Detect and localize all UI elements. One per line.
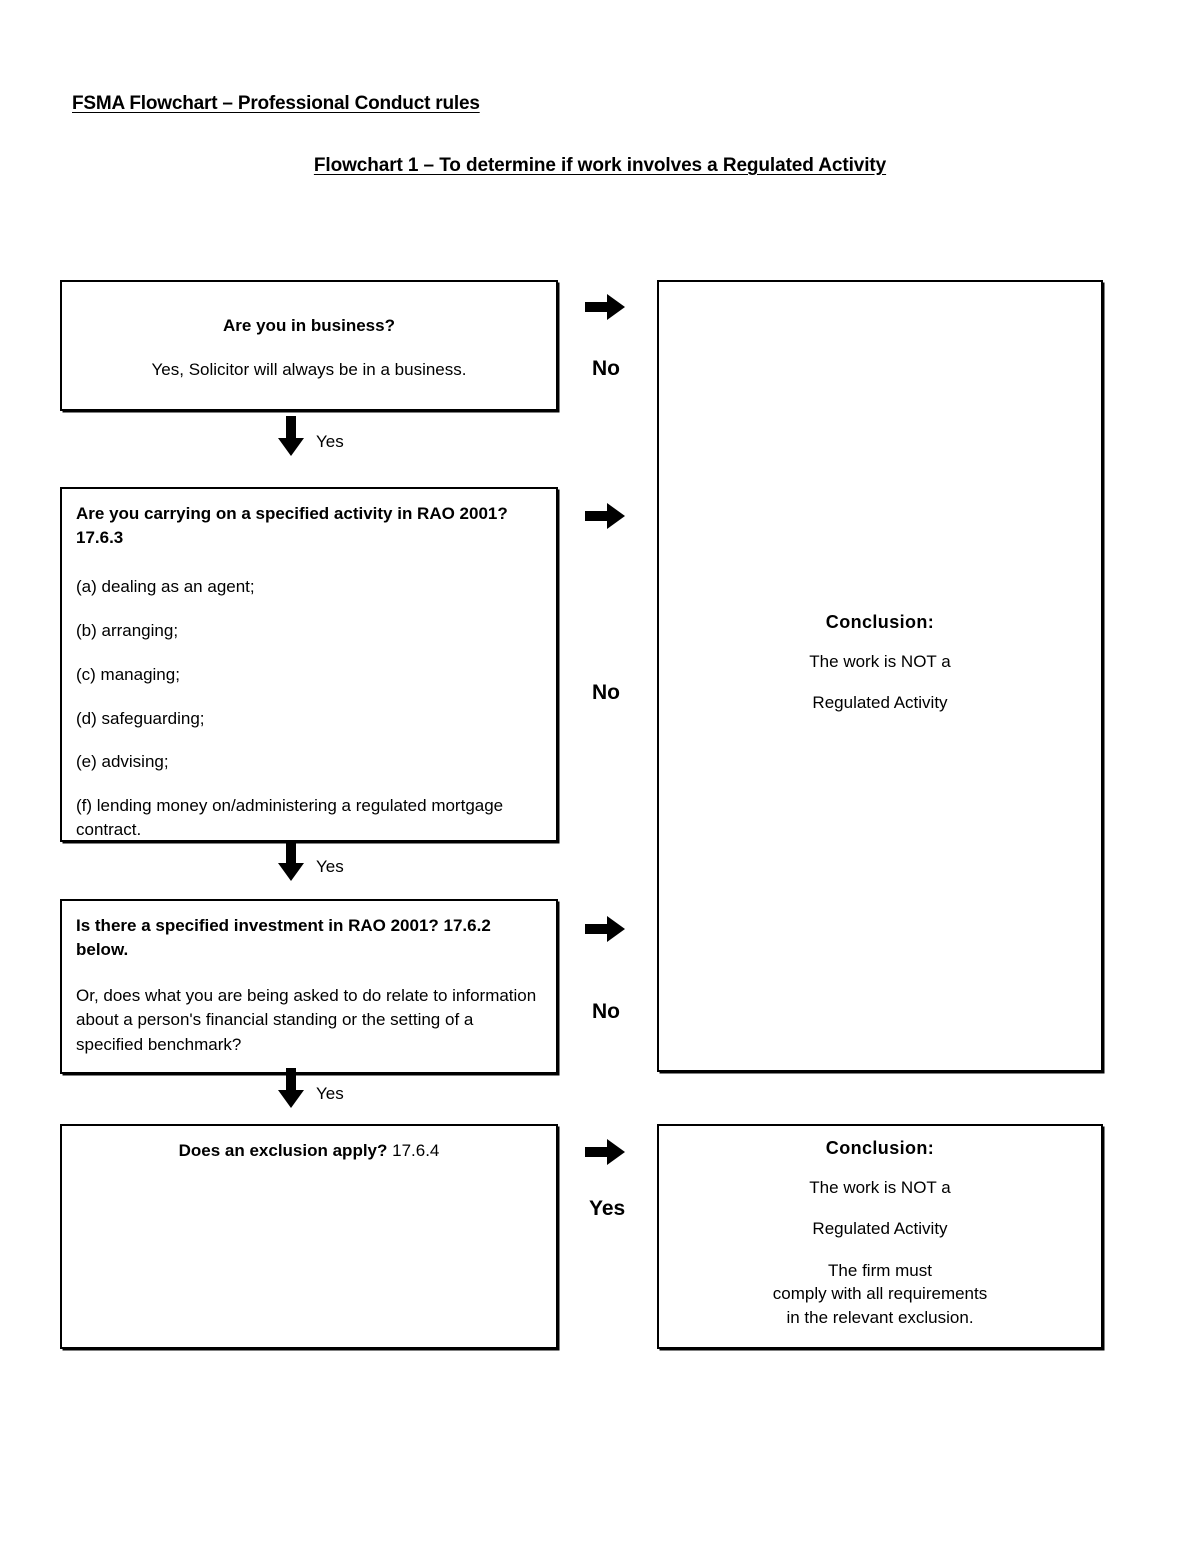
activity-item-d: (d) safeguarding; bbox=[76, 708, 205, 728]
activity-item-c: (c) managing; bbox=[76, 664, 180, 684]
arrow-down-icon bbox=[278, 841, 304, 881]
edge-label-investment-no: No bbox=[592, 1000, 620, 1023]
arrow-right-icon bbox=[585, 294, 625, 320]
investment-question: Is there a specified investment in RAO 2… bbox=[76, 916, 491, 960]
flowchart-title-text: Flowchart 1 – To determine if work invol… bbox=[313, 155, 887, 176]
arrow-right-icon bbox=[585, 916, 625, 942]
edge-label-investment-yes: Yes bbox=[316, 1084, 344, 1103]
conclusion-2-line-4: comply with all requirements bbox=[772, 1284, 988, 1304]
conclusion-2-line-3: The firm must bbox=[828, 1260, 932, 1280]
conclusion-1-heading: Conclusion: bbox=[825, 612, 935, 632]
activity-item-f: (f) lending money on/administering a reg… bbox=[76, 796, 504, 840]
edge-label-activity-yes: Yes bbox=[316, 857, 344, 876]
decision-box-specified-activity: Are you carrying on a specified activity… bbox=[60, 487, 558, 842]
investment-note: Or, does what you are being asked to do … bbox=[76, 986, 537, 1054]
decision-box-business: Are you in business? Yes, Solicitor will… bbox=[60, 280, 558, 411]
edge-label-business-no: No bbox=[592, 357, 620, 380]
conclusion-2-heading: Conclusion: bbox=[825, 1138, 935, 1158]
edge-label-business-yes: Yes bbox=[316, 432, 344, 451]
exclusion-question: Does an exclusion apply? bbox=[178, 1141, 388, 1160]
flowchart-title: Flowchart 1 – To determine if work invol… bbox=[0, 155, 1200, 177]
arrow-down-icon bbox=[278, 416, 304, 456]
exclusion-question-line: Does an exclusion apply? 17.6.4 bbox=[76, 1139, 542, 1163]
conclusion-2-line-1: The work is NOT a bbox=[809, 1178, 951, 1197]
activity-item-e: (e) advising; bbox=[76, 752, 169, 772]
exclusion-reference: 17.6.4 bbox=[392, 1141, 440, 1160]
conclusion-1-line-1: The work is NOT a bbox=[809, 652, 951, 671]
edge-label-activity-no: No bbox=[592, 681, 620, 704]
business-note: Yes, Solicitor will always be in a busin… bbox=[151, 360, 467, 380]
activity-question: Are you carrying on a specified activity… bbox=[76, 504, 508, 548]
conclusion-box-exclusion-applies: Conclusion: The work is NOT a Regulated … bbox=[657, 1124, 1103, 1349]
conclusion-1-line-2: Regulated Activity bbox=[812, 692, 948, 712]
arrow-down-icon bbox=[278, 1068, 304, 1108]
edge-label-exclusion-yes: Yes bbox=[589, 1197, 626, 1220]
document-title: FSMA Flowchart – Professional Conduct ru… bbox=[72, 93, 480, 114]
conclusion-2-line-2: Regulated Activity bbox=[812, 1218, 948, 1238]
arrow-right-icon bbox=[585, 1139, 625, 1165]
business-question: Are you in business? bbox=[223, 316, 395, 335]
arrow-right-icon bbox=[585, 503, 625, 529]
activity-item-b: (b) arranging; bbox=[76, 621, 179, 641]
activity-item-a: (a) dealing as an agent; bbox=[76, 577, 255, 597]
conclusion-box-not-regulated: Conclusion: The work is NOT a Regulated … bbox=[657, 280, 1103, 1072]
decision-box-exclusion: Does an exclusion apply? 17.6.4 bbox=[60, 1124, 558, 1349]
decision-box-specified-investment: Is there a specified investment in RAO 2… bbox=[60, 899, 558, 1074]
conclusion-2-line-5: in the relevant exclusion. bbox=[786, 1307, 974, 1327]
